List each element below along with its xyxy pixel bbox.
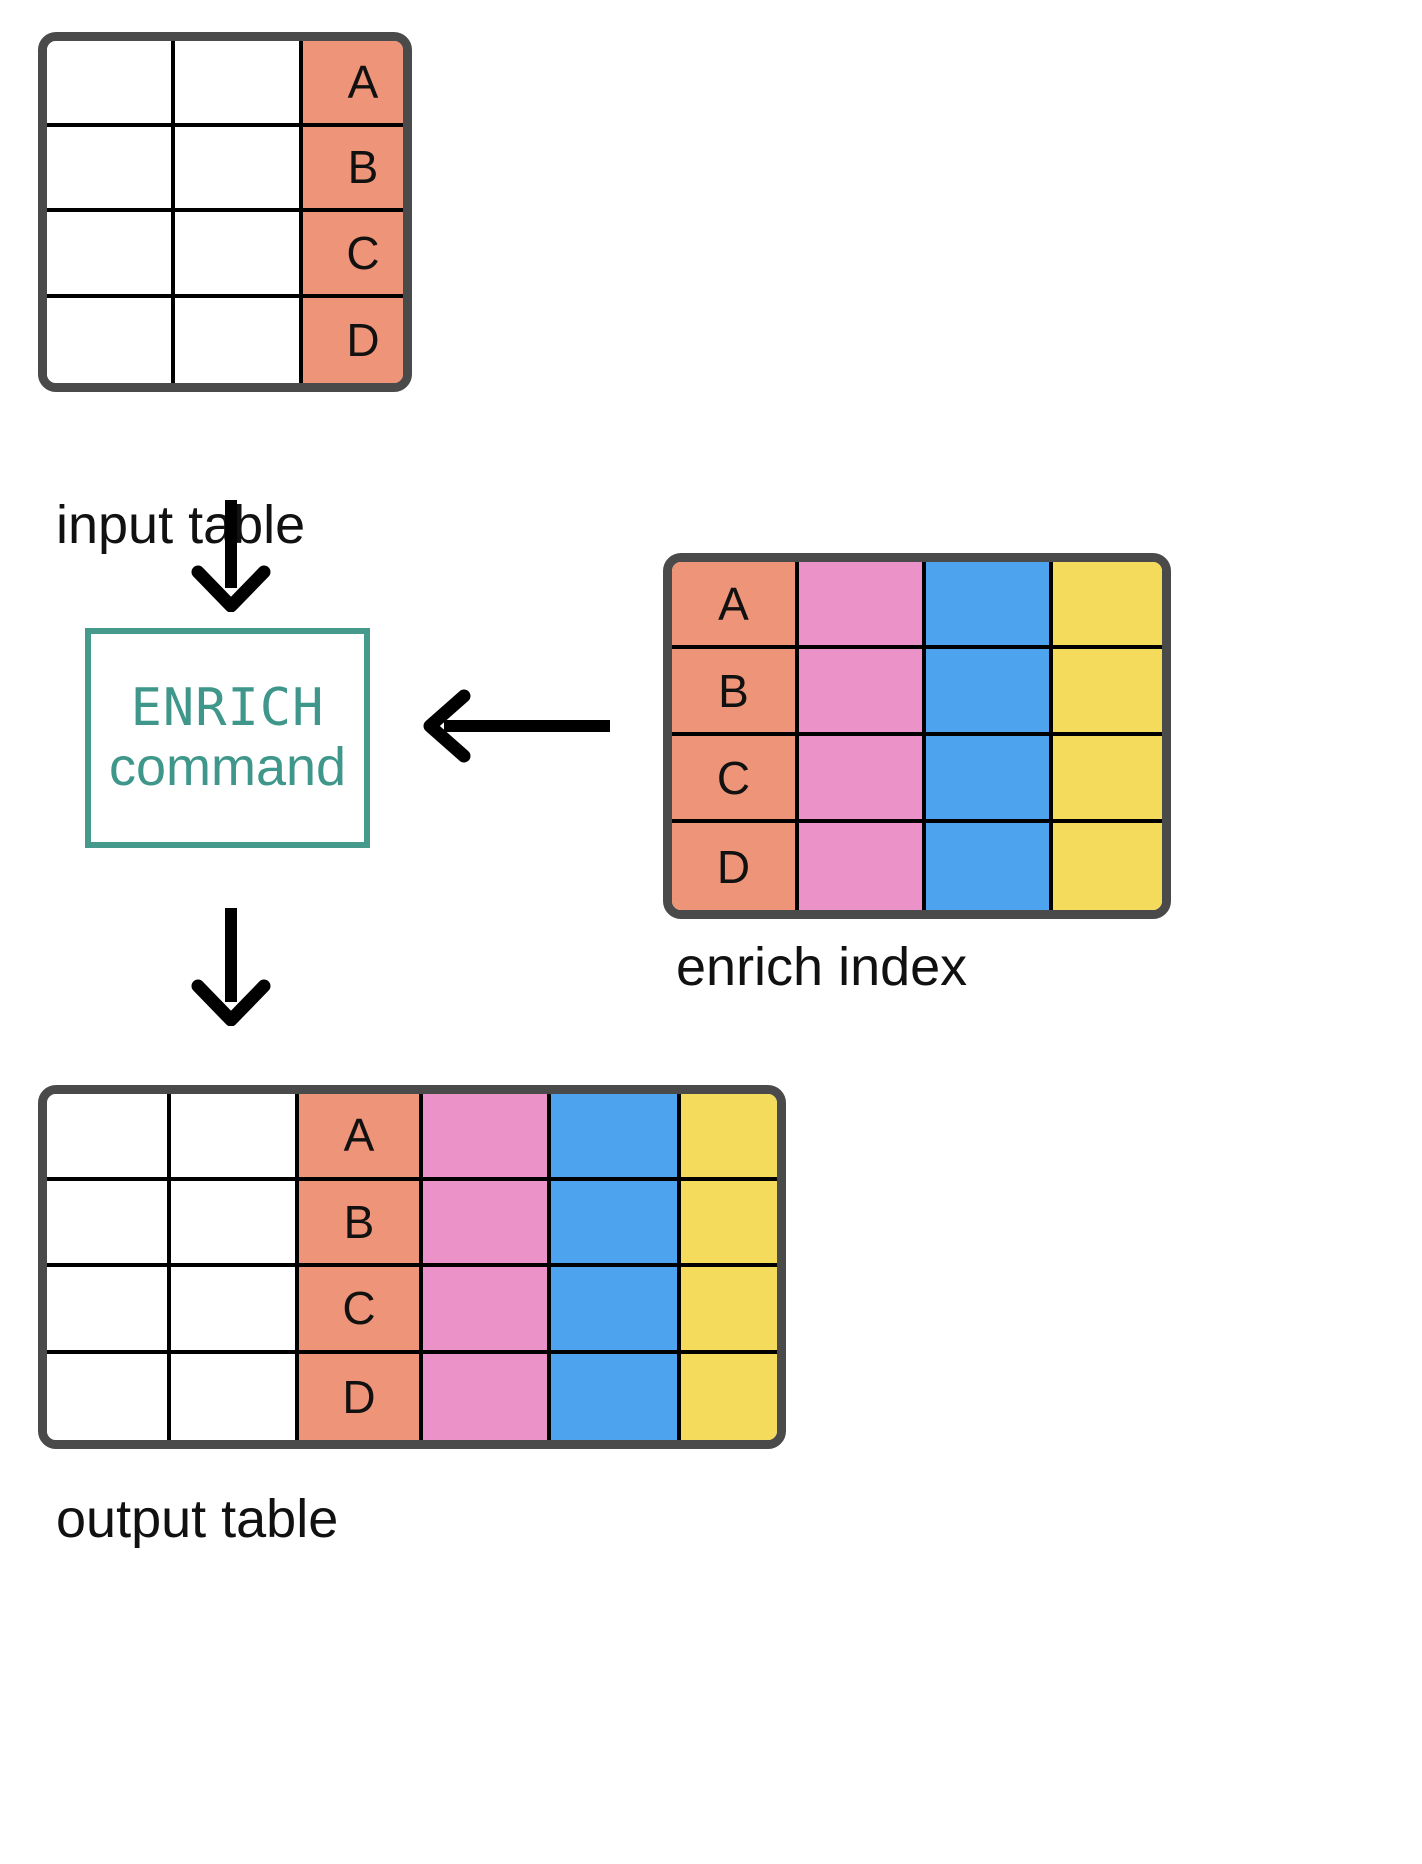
arrow-command-to-output [176, 908, 286, 1026]
table-cell-empty [171, 1353, 299, 1440]
table-row: C [47, 212, 403, 298]
table-cell-empty [47, 1180, 171, 1267]
table-row: C [672, 736, 1162, 823]
table-cell-key: C [303, 212, 403, 298]
command-name-label: ENRICH [130, 677, 325, 738]
table-cell-empty [423, 1094, 551, 1181]
table-cell-key: A [299, 1094, 423, 1181]
table-cell-empty [175, 297, 303, 383]
table-cell-empty [681, 1353, 777, 1440]
table-cell-empty [47, 126, 175, 212]
table-cell-key: B [672, 649, 799, 736]
table-cell-empty [681, 1180, 777, 1267]
table-cell-empty [47, 1094, 171, 1181]
table-cell-key: A [672, 562, 799, 649]
table-row: D [672, 823, 1162, 910]
table-row: A [47, 1094, 777, 1181]
table-cell-empty [551, 1267, 681, 1354]
input-table-caption: input table [56, 495, 306, 555]
table-cell-empty [175, 126, 303, 212]
enrich-index-caption: enrich index [676, 937, 968, 997]
table-cell-empty [47, 1267, 171, 1354]
table-cell-empty [423, 1267, 551, 1354]
table-cell-empty [171, 1094, 299, 1181]
command-word-label: command [108, 736, 347, 797]
table-cell-empty [681, 1267, 777, 1354]
table-cell-key: C [672, 736, 799, 823]
table-cell-empty [799, 649, 926, 736]
table-cell-empty [171, 1180, 299, 1267]
table-cell-empty [47, 297, 175, 383]
table-cell-key: A [303, 41, 403, 127]
output-table-caption: output table [56, 1489, 339, 1549]
table-cell-empty [47, 41, 175, 127]
table-cell-key: B [303, 126, 403, 212]
table-cell-empty [681, 1094, 777, 1181]
table-cell-key: C [299, 1267, 423, 1354]
table-row: D [47, 1353, 777, 1440]
table-cell-empty [799, 562, 926, 649]
table-row: B [47, 126, 403, 212]
table-cell-key: D [672, 823, 799, 910]
table-cell-empty [926, 823, 1053, 910]
table-cell-empty [1053, 649, 1162, 736]
table-cell-empty [423, 1353, 551, 1440]
table-cell-empty [175, 41, 303, 127]
table-cell-empty [47, 212, 175, 298]
table-row: C [47, 1267, 777, 1354]
table-row: D [47, 297, 403, 383]
table-cell-empty [799, 823, 926, 910]
table-cell-key: D [303, 297, 403, 383]
table-cell-empty [799, 736, 926, 823]
table-cell-empty [47, 1353, 171, 1440]
table-cell-empty [551, 1094, 681, 1181]
table-cell-empty [1053, 823, 1162, 910]
table-cell-key: B [299, 1180, 423, 1267]
table-row: B [672, 649, 1162, 736]
table-row: A [672, 562, 1162, 649]
table-cell-empty [926, 649, 1053, 736]
table-cell-key: D [299, 1353, 423, 1440]
table-cell-empty [171, 1267, 299, 1354]
table-cell-empty [551, 1180, 681, 1267]
table-cell-empty [423, 1180, 551, 1267]
arrow-index-to-command [420, 688, 610, 764]
enrich-command-box[interactable]: ENRICH command [85, 628, 370, 848]
table-cell-empty [551, 1353, 681, 1440]
table-cell-empty [1053, 562, 1162, 649]
table-cell-empty [926, 562, 1053, 649]
table-row: B [47, 1180, 777, 1267]
table-cell-empty [926, 736, 1053, 823]
table-row: A [47, 41, 403, 127]
table-cell-empty [175, 212, 303, 298]
table-cell-empty [1053, 736, 1162, 823]
arrow-input-to-command [176, 500, 286, 612]
